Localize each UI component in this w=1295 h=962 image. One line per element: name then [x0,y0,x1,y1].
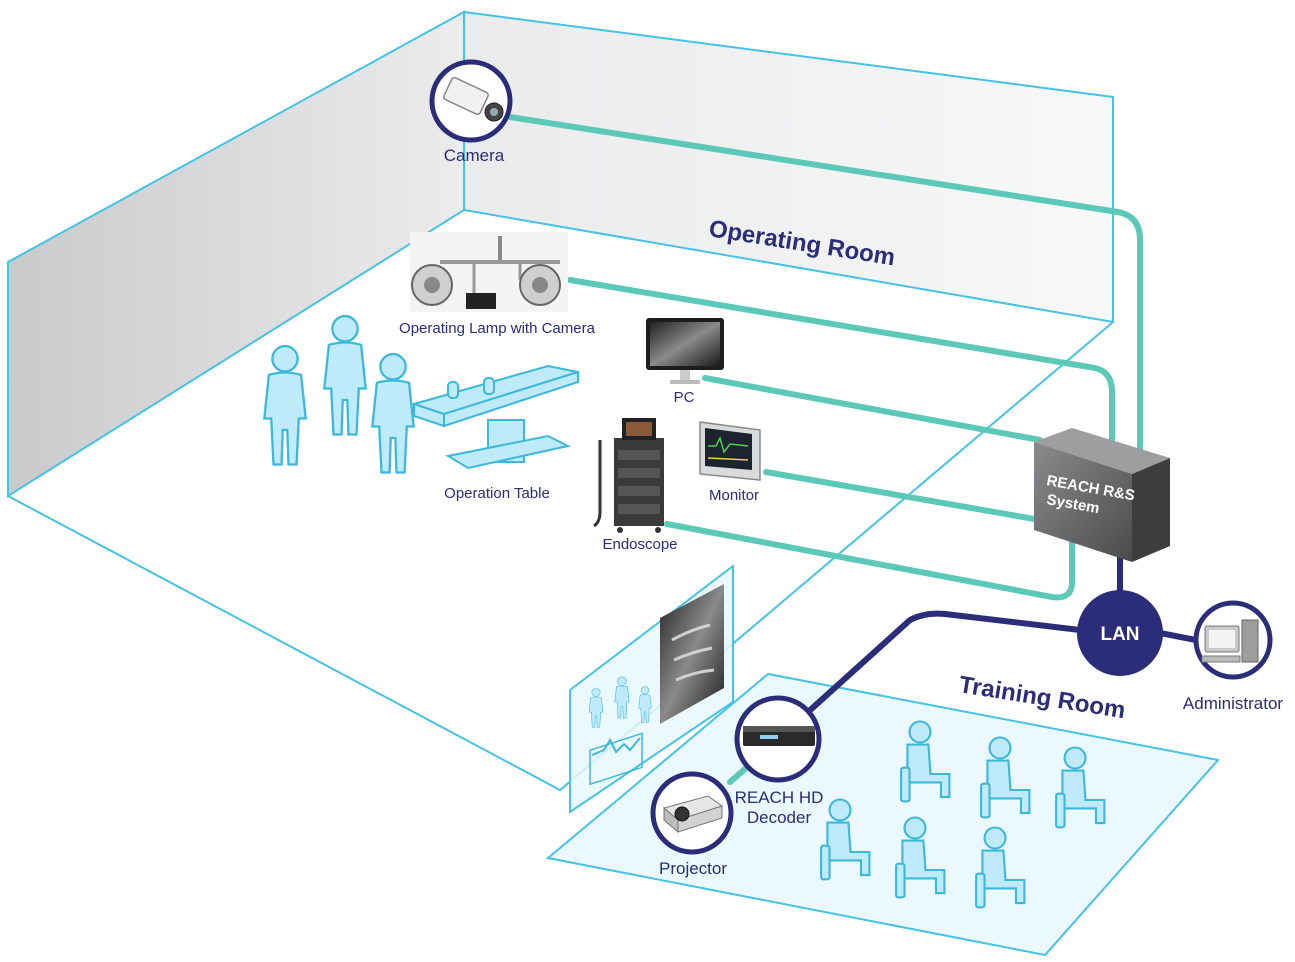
reach-system-node: REACH R&S System [1034,428,1170,562]
table-node: Operation Table [410,364,579,502]
decoder-node: REACH HD Decoder [734,695,824,827]
lan-node: LAN [1077,590,1163,676]
projector-label: Projector [659,859,727,878]
camera-cable [507,114,1143,465]
staff-figure [371,352,415,474]
pc-cable [702,375,1043,443]
lan-to-decoder [805,610,1083,715]
operating-lamp-icon [410,232,568,312]
reach-system-box [1034,428,1170,562]
operating-room [7,10,1114,792]
lan-to-administrator [1157,630,1199,643]
monitor-node: Monitor [699,421,761,504]
pc-node: PC [646,318,724,406]
endoscope-node: Endoscope [593,418,678,553]
lan-hub [1077,590,1163,676]
vital-monitor-icon [699,421,761,481]
decoder-label-line1: REACH HD [735,788,824,807]
lamp-label: Operating Lamp with Camera [399,320,596,337]
floor-edge [7,321,1114,792]
staff-figure [263,344,307,466]
administrator-label: Administrator [1183,694,1283,713]
staff-figure [323,314,367,436]
surgical-staff [263,314,415,474]
pc-label: PC [674,389,695,406]
endoscope-label: Endoscope [602,536,677,553]
training-room-floor [545,672,1220,957]
endoscope-cable [664,521,1075,601]
projector-icon [662,795,724,834]
monitor-label: Monitor [709,487,759,504]
projector-node: Projector [650,771,734,878]
endoscope-icon [593,418,664,533]
administrator-node: Administrator [1183,600,1283,713]
decoder-label-line2: Decoder [747,808,812,827]
lamp-cable [567,277,1115,455]
operation-table-icon [410,364,579,470]
lamp-node: Operating Lamp with Camera [399,232,596,337]
decoder-icon [743,726,815,746]
camera-icon [443,76,504,122]
pc-monitor-icon [646,318,724,384]
table-label: Operation Table [444,485,550,502]
projection-screen [569,563,734,814]
computer-icon [1201,619,1259,663]
monitor-cable [763,469,1043,523]
camera-node: Camera [429,59,513,165]
camera-label: Camera [444,146,505,165]
lan-label: LAN [1100,624,1139,645]
